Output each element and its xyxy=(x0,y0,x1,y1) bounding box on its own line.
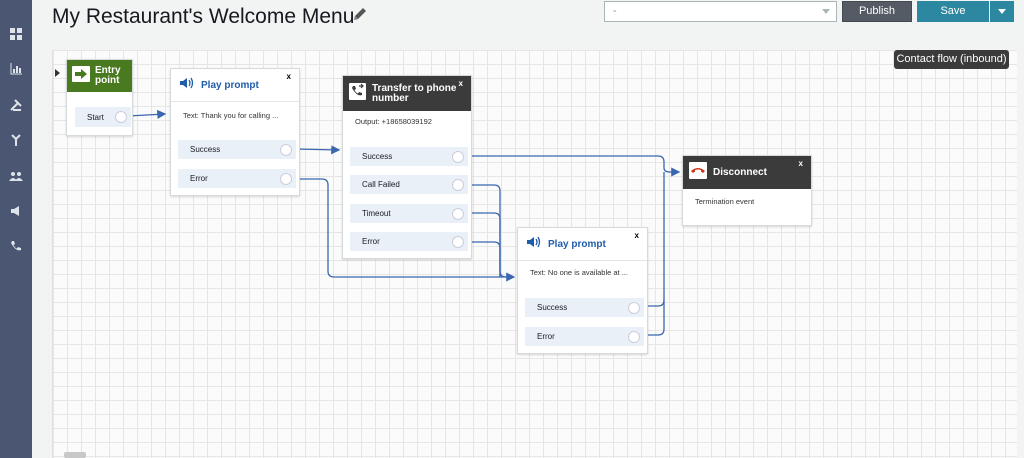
arrow-right-icon xyxy=(72,65,90,87)
port-connector[interactable] xyxy=(628,301,640,314)
port-connector[interactable] xyxy=(280,143,292,156)
close-icon[interactable]: x xyxy=(458,79,463,88)
port-label: Call Failed xyxy=(362,180,400,189)
port-connector[interactable] xyxy=(452,207,464,220)
port-connector[interactable] xyxy=(280,172,292,185)
port-label: Error xyxy=(537,332,555,341)
dashboard-icon[interactable] xyxy=(6,24,26,44)
port-connector[interactable] xyxy=(628,330,640,343)
port-error[interactable]: Error xyxy=(525,327,644,346)
save-button[interactable]: Save xyxy=(917,1,989,22)
wire-transfer-success-to-disconnect xyxy=(467,155,681,177)
port-call-failed[interactable]: Call Failed xyxy=(350,175,468,194)
scrollbar[interactable] xyxy=(64,452,86,458)
side-nav xyxy=(0,0,32,458)
port-start[interactable]: Start xyxy=(75,107,131,127)
users-icon[interactable] xyxy=(6,166,26,186)
close-icon[interactable]: x xyxy=(798,159,803,168)
phone-transfer-icon xyxy=(349,82,366,105)
play-prompt-title: Play prompt xyxy=(201,79,259,91)
port-label: Success xyxy=(362,152,393,161)
close-icon[interactable]: x xyxy=(634,231,639,240)
entry-point-header: Entry point xyxy=(67,60,132,92)
transfer-output: Output: +18658039192 xyxy=(355,117,432,126)
port-label: Error xyxy=(190,174,208,183)
campaigns-icon[interactable] xyxy=(6,201,26,221)
port-error[interactable]: Error xyxy=(178,169,296,188)
speaker-icon xyxy=(179,76,195,95)
flow-select-value: - xyxy=(613,5,617,17)
wire-transfer-failed-to-play2 xyxy=(467,184,507,278)
close-icon[interactable]: x xyxy=(286,72,291,81)
port-success[interactable]: Success xyxy=(350,147,468,166)
metrics-icon[interactable] xyxy=(6,59,26,79)
port-success[interactable]: Success xyxy=(525,298,644,317)
port-connector[interactable] xyxy=(452,150,464,163)
prompt-text: Text: Thank you for calling ... xyxy=(183,111,279,120)
transfer-to-phone-block[interactable]: Transfer to phone number x Output: +1865… xyxy=(342,75,472,259)
hang-up-icon xyxy=(689,161,707,184)
wire-transfer-timeout-to-play2 xyxy=(467,212,501,277)
play-prompt-header: Play prompt x xyxy=(171,69,299,101)
flows-icon[interactable] xyxy=(6,130,26,150)
expand-panel-icon[interactable] xyxy=(55,69,60,77)
port-connector[interactable] xyxy=(452,235,464,248)
port-connector[interactable] xyxy=(115,111,127,123)
transfer-title: Transfer to phone number xyxy=(372,82,457,104)
port-label: Error xyxy=(362,237,380,246)
disconnect-title: Disconnect xyxy=(713,167,767,178)
prompt-text: Text: No one is available at ... xyxy=(530,268,628,277)
entry-point-title: Entry point xyxy=(95,65,121,86)
flow-type-badge: Contact flow (inbound) xyxy=(894,50,1009,69)
disconnect-header: Disconnect x xyxy=(683,156,811,189)
speaker-icon xyxy=(526,235,542,254)
disconnect-block[interactable]: Disconnect x Termination event xyxy=(682,155,812,226)
routing-icon[interactable] xyxy=(6,95,26,115)
wire-start-to-play1 xyxy=(127,109,167,119)
chevron-down-icon xyxy=(998,9,1006,14)
play-prompt-block-2[interactable]: Play prompt x Text: No one is available … xyxy=(517,227,648,354)
phone-icon[interactable] xyxy=(6,236,26,256)
wire-play2-error-to-disconnect xyxy=(646,300,665,336)
play-prompt-block-1[interactable]: Play prompt x Text: Thank you for callin… xyxy=(170,68,300,196)
pencil-icon[interactable] xyxy=(352,6,370,24)
wire-play1-error-to-play2 xyxy=(295,178,516,282)
port-error[interactable]: Error xyxy=(350,232,468,251)
port-label: Start xyxy=(87,112,104,122)
port-connector[interactable] xyxy=(452,178,464,191)
save-options-button[interactable] xyxy=(990,1,1014,22)
chevron-down-icon xyxy=(822,6,830,18)
wire-play2-success-to-disconnect xyxy=(646,172,665,307)
wire-transfer-error-to-play2 xyxy=(467,241,501,277)
publish-button[interactable]: Publish xyxy=(842,1,912,22)
port-label: Timeout xyxy=(362,209,391,218)
port-label: Success xyxy=(190,145,221,154)
transfer-header: Transfer to phone number x xyxy=(343,76,471,111)
port-timeout[interactable]: Timeout xyxy=(350,204,468,223)
play-prompt-header: Play prompt x xyxy=(518,228,647,260)
page-title: My Restaurant's Welcome Menu xyxy=(52,5,355,28)
wire-play1-success-to-transfer xyxy=(294,145,341,155)
port-label: Success xyxy=(537,303,568,312)
entry-point-block[interactable]: Entry point Start xyxy=(66,59,133,136)
play-prompt-title: Play prompt xyxy=(548,238,606,250)
header: My Restaurant's Welcome Menu - Publish S… xyxy=(32,0,1024,40)
flow-select[interactable]: - xyxy=(604,1,837,22)
port-success[interactable]: Success xyxy=(178,140,296,159)
termination-text: Termination event xyxy=(695,197,755,206)
